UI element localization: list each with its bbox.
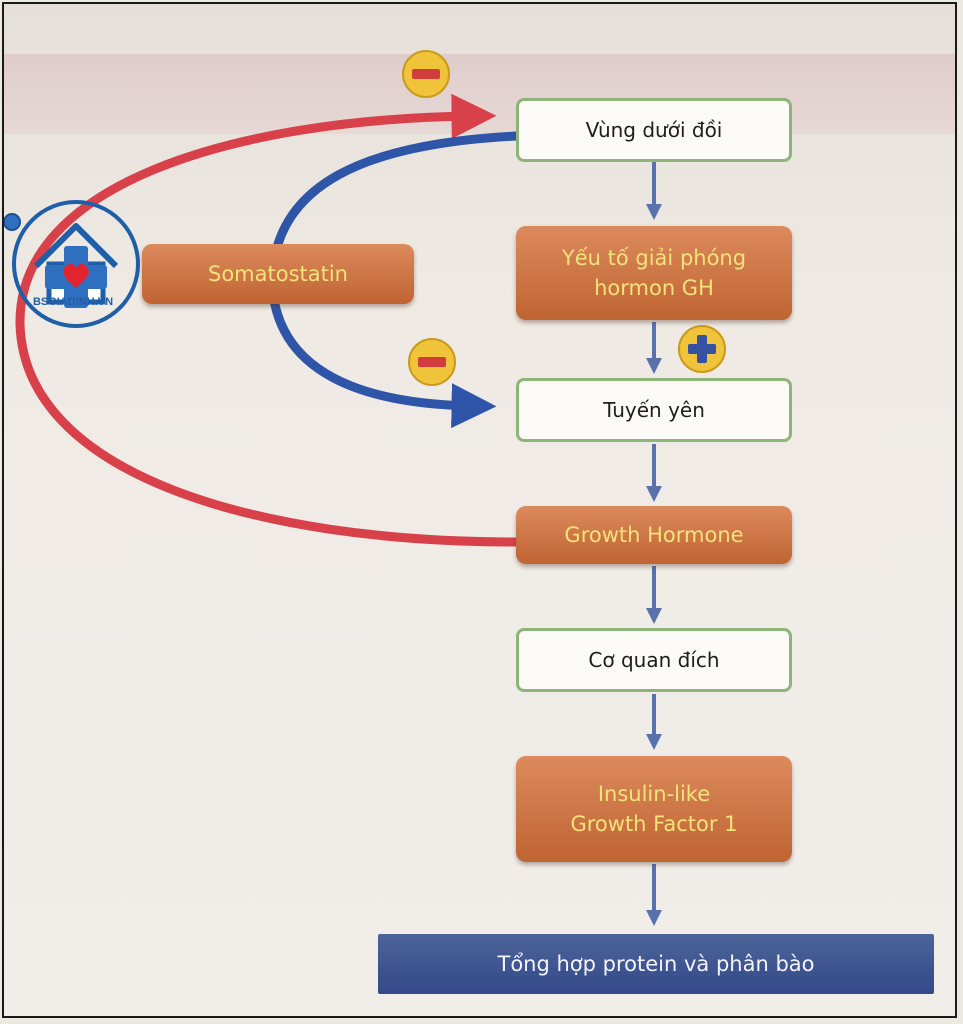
minus-badge-middle	[408, 338, 456, 386]
node-hypothalamus: Vùng dưới đồi	[516, 98, 792, 162]
node-protein-synthesis-label: Tổng hợp protein và phân bào	[497, 951, 815, 976]
logo-text: BSGIADINH.VN	[32, 296, 114, 308]
node-somatostatin: Somatostatin	[142, 244, 414, 304]
red-feedback-arrow	[15, 93, 521, 547]
node-somatostatin-label: Somatostatin	[207, 261, 348, 286]
plus-badge	[678, 325, 726, 373]
node-igf1-label: Insulin-like Growth Factor 1	[570, 781, 738, 836]
node-growth-hormone: Growth Hormone	[516, 506, 792, 564]
node-hypothalamus-label: Vùng dưới đồi	[585, 117, 723, 142]
node-pituitary-label: Tuyến yên	[603, 397, 705, 422]
arrows-layer	[15, 50, 726, 926]
node-igf1: Insulin-like Growth Factor 1	[516, 756, 792, 862]
house-heart-logo-icon	[4, 200, 140, 328]
minus-badge-top	[402, 50, 450, 98]
node-target-organ-label: Cơ quan đích	[588, 647, 720, 672]
node-protein-synthesis: Tổng hợp protein và phân bào	[378, 934, 934, 994]
node-target-organ: Cơ quan đích	[516, 628, 792, 692]
node-growth-hormone-label: Growth Hormone	[564, 522, 744, 547]
node-ghrh: Yếu tố giải phóng hormon GH	[516, 226, 792, 320]
node-pituitary: Tuyến yên	[516, 378, 792, 442]
node-ghrh-label: Yếu tố giải phóng hormon GH	[561, 245, 747, 300]
